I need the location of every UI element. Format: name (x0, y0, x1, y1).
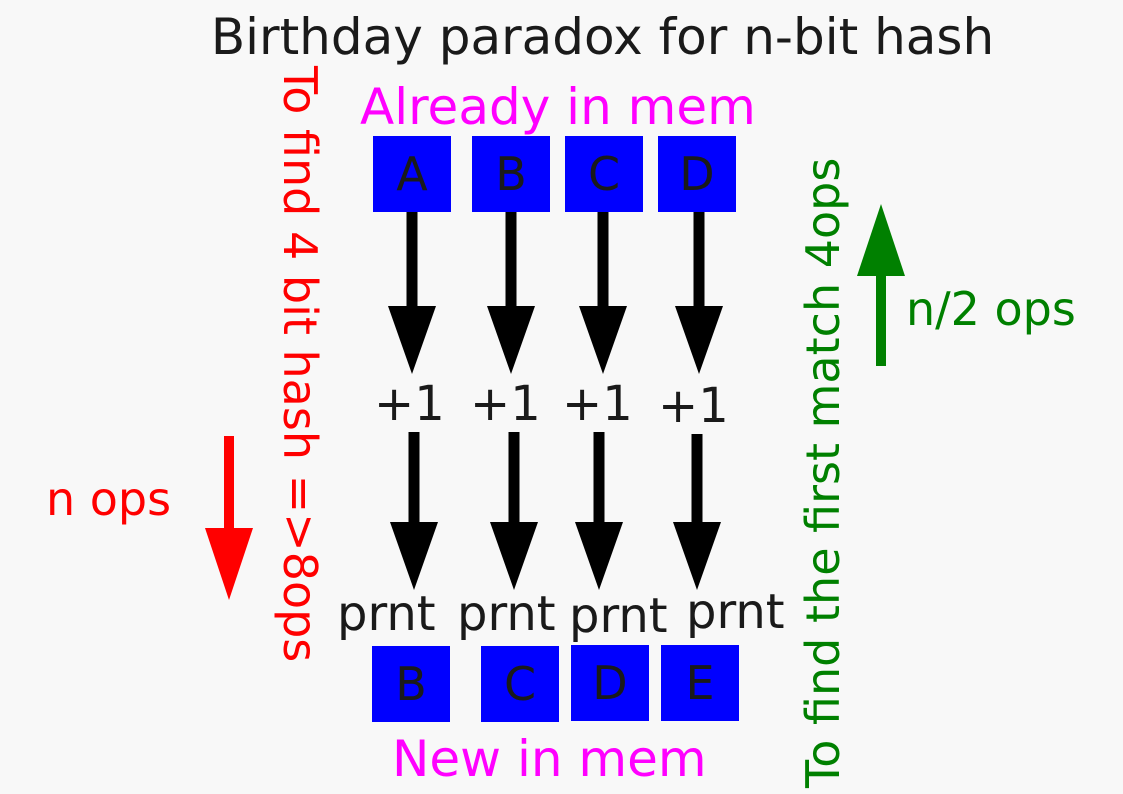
red-down-arrow (205, 436, 253, 600)
plus-one-op-4: +1 (658, 378, 729, 434)
down-arrow-top-4 (675, 212, 723, 374)
green-up-arrow (857, 204, 905, 366)
down-arrow-top-3 (579, 212, 627, 374)
new-in-mem-label: New in mem (392, 730, 707, 788)
bottom-box-c: C (481, 646, 559, 722)
top-box-a: A (373, 136, 451, 212)
print-op-2: prnt (457, 586, 556, 642)
plus-one-op-1: +1 (374, 376, 445, 432)
down-arrow-bottom-3 (575, 432, 623, 590)
top-box-b: B (472, 136, 550, 212)
down-arrow-bottom-4 (673, 434, 721, 590)
plus-one-op-3: +1 (562, 376, 633, 432)
down-arrow-bottom-2 (490, 432, 538, 590)
bottom-box-e: E (661, 645, 739, 721)
bottom-box-b: B (372, 646, 450, 722)
left-vertical-caption: To find 4 bit hash =>8ops (273, 66, 327, 663)
print-op-1: prnt (337, 586, 436, 642)
diagram-title: Birthday paradox for n-bit hash (210, 8, 995, 66)
bottom-box-d: D (571, 645, 649, 721)
print-op-3: prnt (569, 588, 668, 644)
top-box-d: D (658, 136, 736, 212)
down-arrow-bottom-1 (390, 432, 438, 590)
n-ops-label: n ops (46, 472, 172, 526)
already-in-mem-label: Already in mem (360, 78, 756, 136)
top-box-c: C (565, 136, 643, 212)
n-half-ops-label: n/2 ops (906, 282, 1076, 336)
plus-one-op-2: +1 (470, 376, 541, 432)
down-arrow-top-2 (487, 212, 535, 374)
down-arrow-top-1 (388, 212, 436, 374)
print-op-4: prnt (686, 584, 785, 640)
